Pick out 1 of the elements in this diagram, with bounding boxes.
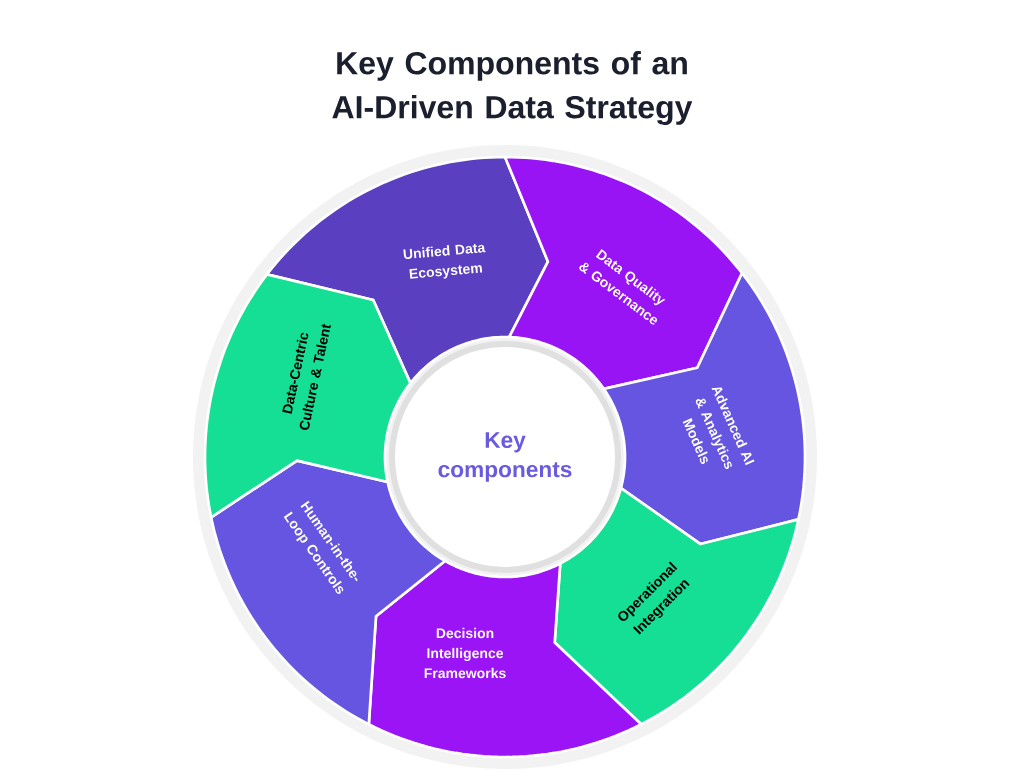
title: Key Components of an AI-Driven Data Strategy	[332, 51, 693, 125]
